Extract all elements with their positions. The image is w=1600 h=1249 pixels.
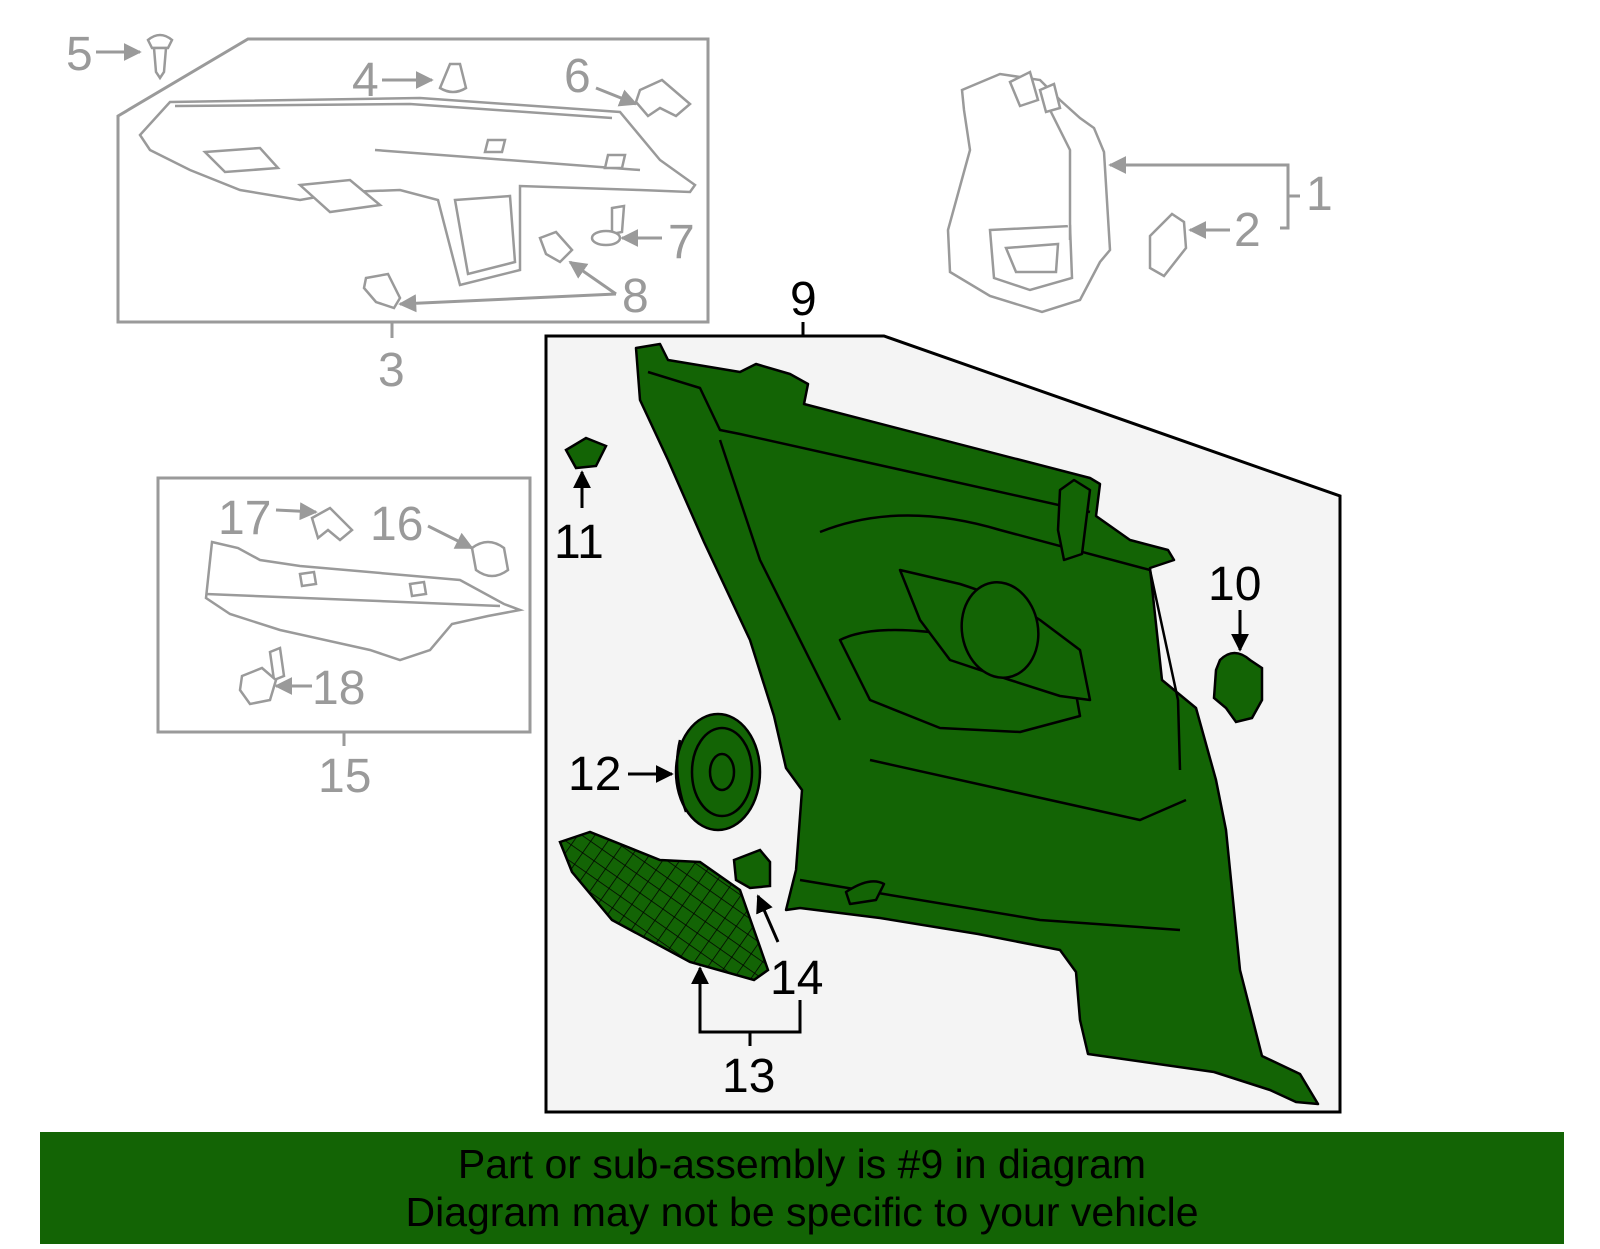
callout-11: 11 [554, 516, 604, 569]
banner-line-2: Diagram may not be specific to your vehi… [405, 1189, 1199, 1235]
screw-7-icon [590, 204, 626, 247]
speaker-12-icon [674, 712, 762, 832]
callout-6: 6 [564, 50, 591, 103]
callout-3: 3 [378, 344, 405, 397]
callout-5: 5 [66, 28, 93, 81]
speaker-grille-13-icon [558, 830, 770, 982]
callout-9: 9 [790, 273, 817, 326]
callout-2: 2 [1234, 204, 1261, 257]
callout-15: 15 [318, 750, 371, 803]
callout-17: 17 [218, 492, 271, 545]
callout-8: 8 [622, 270, 649, 323]
upper-trim-panel-icon [138, 96, 697, 287]
lower-trim-panel-icon [204, 540, 525, 662]
clip-4-icon [438, 62, 468, 94]
bolt-18-icon [238, 646, 286, 706]
upper-trim-group-box [116, 37, 710, 324]
callout-18: 18 [312, 662, 365, 715]
clip-17-icon [310, 506, 354, 542]
callout-7: 7 [668, 216, 695, 269]
callout-12: 12 [568, 748, 621, 801]
clip-14-icon [732, 848, 772, 890]
clip-11-icon [564, 436, 608, 470]
callout-16: 16 [370, 498, 423, 551]
callout-4: 4 [352, 54, 379, 107]
clip-16-icon [470, 540, 510, 578]
retainer-8b-icon [362, 272, 402, 310]
retainer-10-icon [1212, 651, 1264, 724]
callout-1: 1 [1306, 168, 1333, 221]
clip-6-icon [634, 78, 692, 118]
callout-10: 10 [1208, 558, 1261, 611]
push-pin-clip-5-icon [146, 33, 174, 81]
disclaimer-banner: Part or sub-assembly is #9 in diagram Di… [40, 1132, 1564, 1244]
retainer-8a-icon [538, 230, 574, 264]
pillar-trim-1-icon [946, 70, 1112, 314]
quarter-trim-panel-9-icon [634, 342, 1320, 1106]
banner-line-1: Part or sub-assembly is #9 in diagram [457, 1141, 1147, 1187]
callout-13: 13 [722, 1050, 775, 1103]
callout-14: 14 [770, 952, 823, 1005]
clip-2-icon [1148, 212, 1188, 278]
